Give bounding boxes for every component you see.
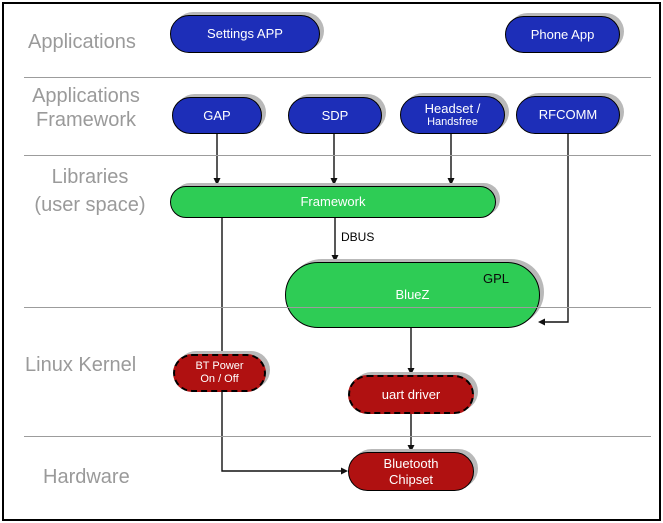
- layer-label-libraries: Libraries (user space): [20, 163, 160, 219]
- node-bluetooth-chipset-line2: Chipset: [388, 471, 434, 487]
- layer-separator-applications: [24, 77, 651, 78]
- layer-label-libraries-line2: (user space): [34, 194, 146, 216]
- arrowhead-sdp-to-framework: [330, 178, 338, 186]
- arrowhead-framework-to-bluez: [331, 255, 339, 262]
- arrow-framework-to-chipset: [221, 216, 341, 472]
- node-headset-handsfree: Headset / Handsfree: [400, 96, 505, 134]
- arrowhead-headset-to-framework: [447, 178, 455, 186]
- node-framework: Framework: [170, 186, 496, 218]
- layer-label-applications-framework-line2: Framework: [35, 109, 136, 131]
- node-headset-line2: Handsfree: [427, 116, 478, 129]
- node-bluetooth-chipset-line1: Bluetooth: [383, 456, 439, 472]
- node-rfcomm: RFCOMM: [516, 96, 620, 134]
- node-settings-app-label: Settings APP: [207, 26, 283, 42]
- arrow-rfcomm-to-bluez: [545, 134, 569, 323]
- node-phone-app: Phone App: [505, 16, 620, 53]
- arrowhead-framework-to-chipset: [341, 467, 348, 475]
- layer-label-applications: Applications: [28, 31, 136, 53]
- layer-label-applications-framework-line1: Applications: [32, 85, 140, 107]
- node-framework-label: Framework: [300, 194, 366, 210]
- node-bluez: BlueZ GPL: [285, 262, 540, 328]
- node-gap-label: GAP: [203, 107, 231, 123]
- node-rfcomm-label: RFCOMM: [538, 107, 598, 123]
- node-uart-driver: uart driver: [348, 375, 474, 414]
- arrowhead-uart-to-chipset: [407, 445, 415, 452]
- arrowhead-gap-to-framework: [213, 178, 221, 186]
- node-uart-driver-label: uart driver: [381, 386, 441, 402]
- node-phone-app-label: Phone App: [530, 26, 595, 42]
- arrowhead-rfcomm-to-bluez: [538, 318, 545, 326]
- node-bt-power: BT Power On / Off: [173, 354, 266, 392]
- layer-label-hardware: Hardware: [43, 466, 130, 488]
- node-sdp: SDP: [288, 97, 382, 134]
- layer-label-linux-kernel: Linux Kernel: [25, 354, 137, 376]
- node-sdp-label: SDP: [321, 107, 349, 123]
- layer-separator-linux-kernel: [24, 436, 651, 437]
- node-bluez-label: BlueZ: [395, 287, 430, 303]
- node-gap: GAP: [172, 97, 262, 134]
- dbus-edge-label: DBUS: [341, 230, 375, 244]
- layer-separator-applications-framework: [24, 155, 651, 156]
- arrowhead-bluez-to-uart: [407, 368, 415, 375]
- layer-separator-libraries: [24, 307, 651, 308]
- layer-label-libraries-line1: Libraries: [51, 166, 129, 188]
- gpl-license-tag: GPL: [482, 271, 509, 286]
- node-settings-app: Settings APP: [170, 15, 320, 53]
- node-bluetooth-chipset: Bluetooth Chipset: [348, 452, 474, 491]
- node-headset-line1: Headset /: [424, 100, 481, 116]
- node-bt-power-line1: BT Power: [195, 360, 244, 373]
- node-bt-power-line2: On / Off: [200, 373, 239, 385]
- layer-label-applications-framework: Applications Framework: [18, 84, 154, 132]
